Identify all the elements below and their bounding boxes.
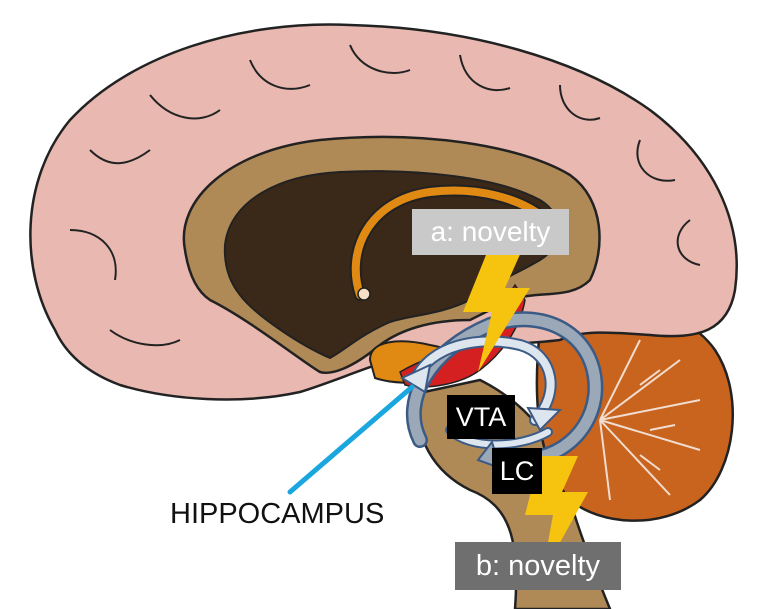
novelty-a-label: a: novelty bbox=[412, 209, 569, 255]
sulci bbox=[69, 44, 701, 347]
lc-label: LC bbox=[492, 448, 542, 494]
lightning-a-icon bbox=[463, 250, 530, 372]
hippocampus-pointer bbox=[287, 384, 415, 495]
arbor-vitae bbox=[599, 339, 701, 501]
hippocampus-label: HIPPOCAMPUS bbox=[170, 498, 385, 530]
vta-label: VTA bbox=[447, 395, 515, 439]
anterior-commissure bbox=[357, 287, 371, 301]
novelty-b-label: b: novelty bbox=[455, 542, 621, 590]
